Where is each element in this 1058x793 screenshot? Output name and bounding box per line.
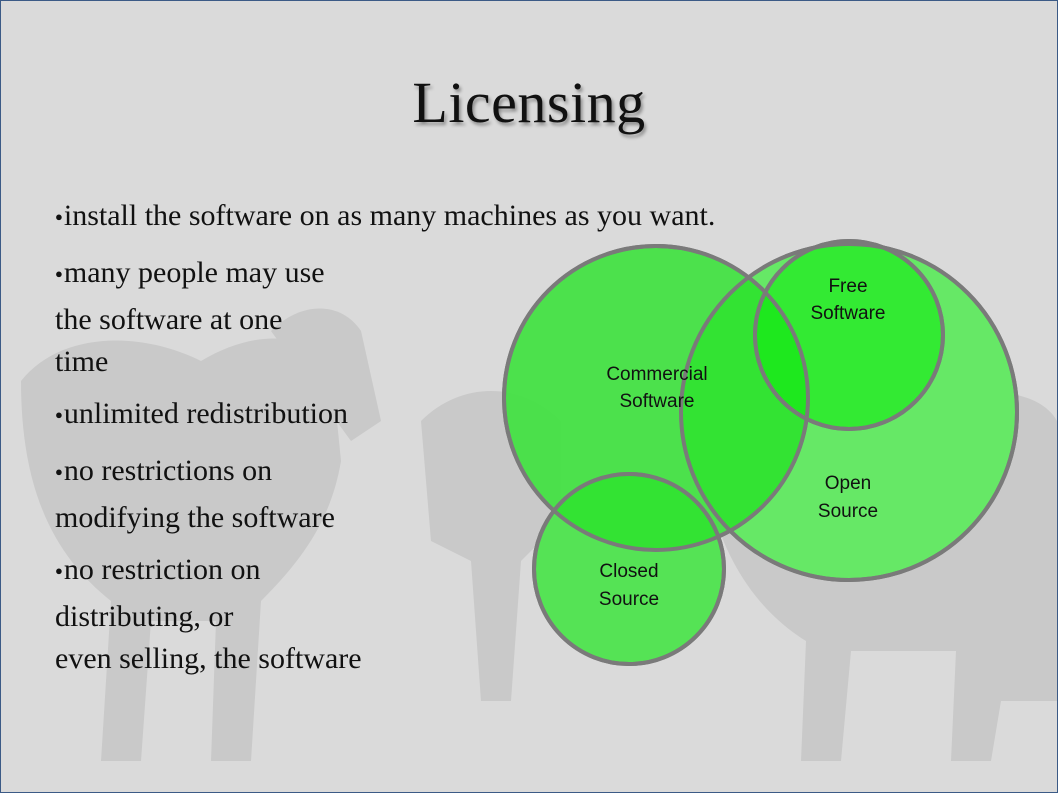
open-label-line1: Open (825, 473, 871, 494)
bullet-text: distributing, or (55, 600, 234, 633)
bullet-text: time (55, 345, 109, 378)
bullet-text: the software at one (55, 303, 283, 336)
bullet-dot: ● (55, 563, 63, 578)
bullet-text: no restriction on (63, 553, 261, 586)
slide-title: Licensing (412, 70, 646, 135)
bullet-dot: ● (55, 209, 63, 224)
bullet-dot: ● (55, 266, 63, 281)
bullet-item: ●install the software on as many machine… (55, 195, 935, 242)
free-label-line1: Free (828, 276, 867, 297)
free-label-line2: Software (811, 303, 886, 324)
bullet-text: many people may use (63, 256, 325, 289)
open-label-line2: Source (818, 501, 878, 522)
commercial-closed-overlap (534, 474, 724, 550)
bullet-list: ●install the software on as many machine… (55, 195, 935, 690)
free-software-outline (753, 239, 945, 431)
commercial-software-outline (502, 244, 810, 552)
bullet-text: install the software on as many machines… (63, 199, 716, 232)
bullet-item: ●many people may use the software at one… (55, 252, 455, 383)
closed-label-line2: Source (599, 589, 659, 610)
bullet-item: ●no restriction on distributing, or even… (55, 549, 455, 680)
bullet-text: unlimited redistribution (63, 397, 348, 430)
bullet-item: ●no restrictions on modifying the softwa… (55, 450, 455, 539)
bullet-dot: ● (55, 407, 63, 422)
closed-source-outline (532, 472, 726, 666)
closed-label-line1: Closed (599, 561, 658, 582)
commercial-label-line2: Software (620, 391, 695, 412)
bullet-dot: ● (55, 464, 63, 479)
bullet-text: modifying the software (55, 501, 335, 534)
open-source-outline (679, 242, 1019, 582)
bullet-text: no restrictions on (63, 454, 273, 487)
commercial-label-line1: Commercial (606, 364, 707, 385)
bullet-item: ●unlimited redistribution (55, 393, 455, 440)
bullet-text: even selling, the software (55, 642, 362, 675)
